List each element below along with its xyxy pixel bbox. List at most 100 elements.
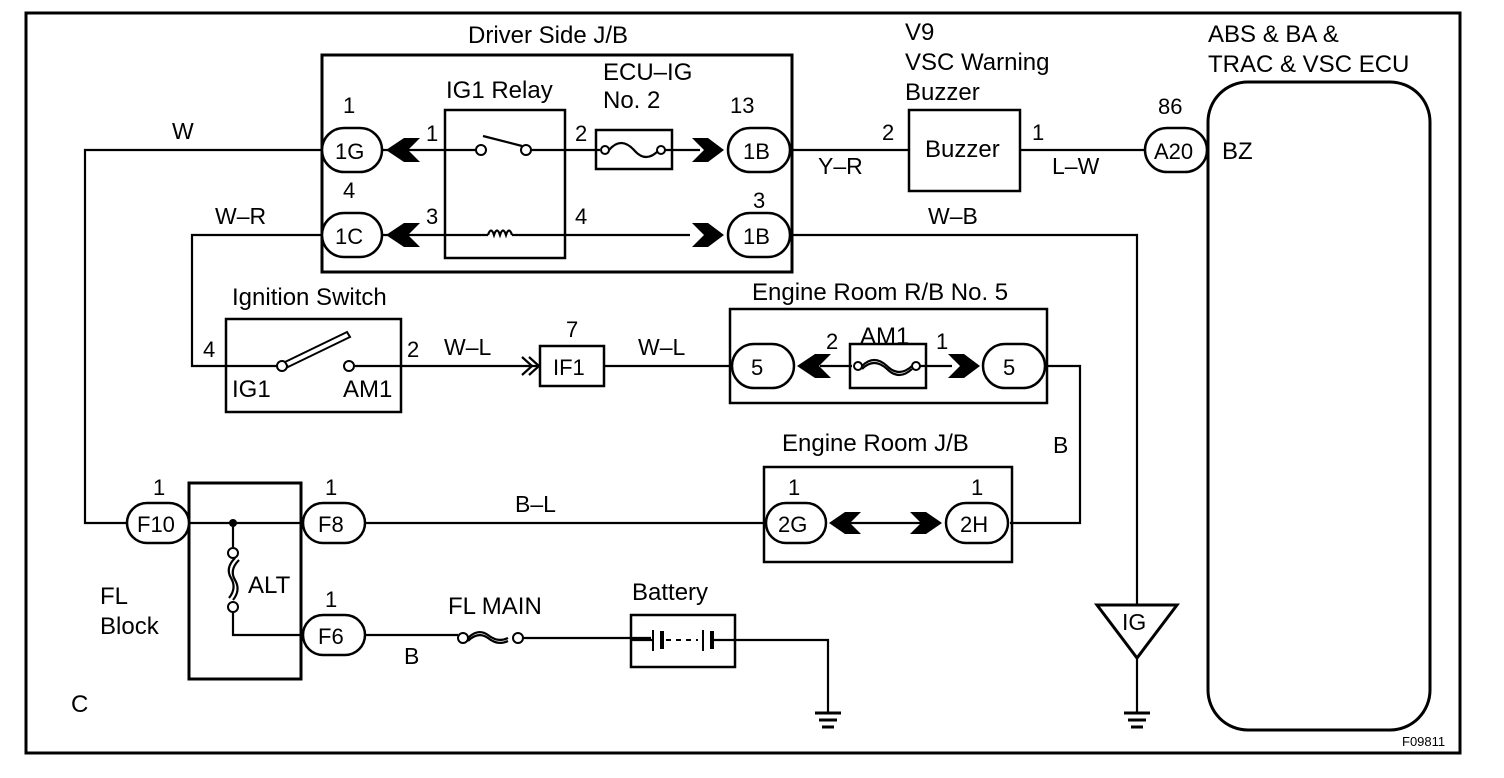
male-terminal-icon — [948, 354, 980, 378]
wire-label-y-r: Y–R — [818, 153, 863, 179]
c1g-pin: 1 — [343, 93, 355, 118]
ig1-relay-pin-1: 1 — [426, 121, 438, 146]
relay-coil-icon — [365, 229, 690, 239]
ecu-terminal-bz: BZ — [1222, 138, 1253, 165]
wire-battery-ground — [735, 638, 830, 712]
rb5-pin-right: 1 — [936, 329, 948, 354]
battery-label: Battery — [632, 579, 708, 606]
c2g-pin: 1 — [788, 475, 800, 500]
ignition-switch-pin-left: 4 — [203, 337, 215, 362]
c1b-top-label: 1B — [743, 139, 770, 164]
ecu-ig-fuse-title-2: No. 2 — [603, 87, 660, 114]
ignition-switch-title: Ignition Switch — [232, 284, 387, 311]
f8-pin: 1 — [325, 475, 337, 500]
c2g-label: 2G — [778, 512, 807, 537]
fuse-icon — [600, 141, 700, 159]
ignition-switch-am1: AM1 — [343, 376, 392, 403]
c1b-bot-pin: 3 — [753, 188, 765, 213]
ig1-relay-pin-2: 2 — [575, 121, 587, 146]
engine-rb5-box — [728, 307, 1049, 405]
section-marker: C — [71, 691, 88, 718]
a20-label: A20 — [1154, 139, 1193, 164]
c1g-label: 1G — [335, 139, 364, 164]
rb5-left-connector[interactable] — [730, 342, 796, 390]
wire-label-w-l-2: W–L — [638, 334, 686, 360]
wire-label-w-b: W–B — [928, 203, 978, 229]
buzzer-pin-out: 1 — [1032, 120, 1044, 145]
female-terminal-icon — [386, 223, 420, 247]
ignition-switch-icon — [276, 330, 355, 372]
buzzer-code: V9 — [905, 19, 934, 46]
wire-w-b — [790, 233, 1139, 605]
diagram-frame — [24, 11, 1462, 755]
if1-pin: 7 — [566, 317, 578, 342]
wire-label-b-right: B — [1053, 432, 1068, 458]
driver-jb-title: Driver Side J/B — [468, 22, 628, 49]
female-terminal-icon — [386, 138, 420, 162]
ecu-title-2: TRAC & VSC ECU — [1208, 51, 1409, 78]
ig1-relay-pin-3: 3 — [426, 204, 438, 229]
fl-block-title-2: Block — [100, 613, 160, 640]
wire-label-w: W — [172, 118, 194, 144]
fl-main-fusible-link-icon — [457, 631, 651, 645]
engine-jb-title: Engine Room J/B — [782, 430, 969, 457]
fl-block-box — [187, 481, 303, 681]
ecu-box[interactable] — [1206, 80, 1432, 732]
male-terminal-icon — [910, 512, 942, 534]
c2h-label: 2H — [960, 512, 988, 537]
a20-pin: 86 — [1158, 94, 1182, 119]
ig1-relay-title: IG1 Relay — [446, 77, 553, 104]
ig1-relay-box — [443, 108, 567, 260]
male-terminal-icon — [692, 223, 724, 247]
fusible-link-icon — [853, 358, 921, 377]
fl-block-title-1: FL — [100, 583, 128, 610]
female-terminal-icon — [797, 354, 831, 378]
driver-jb-box — [320, 53, 794, 274]
rb5-right-label: 5 — [1003, 355, 1015, 380]
wire-label-w-l-1: W–L — [444, 334, 492, 360]
battery-icon — [631, 630, 735, 651]
wire-b-right — [1010, 364, 1082, 525]
ecu-title-1: ABS & BA & — [1208, 21, 1339, 48]
c1c-pin: 4 — [343, 178, 355, 203]
f10-pin: 1 — [153, 475, 165, 500]
rb5-left-label: 5 — [751, 355, 763, 380]
f8-label: F8 — [318, 512, 344, 537]
ground-ig: IG — [1093, 603, 1181, 729]
fl-main-label: FL MAIN — [448, 593, 542, 620]
c1b-bot-label: 1B — [743, 224, 770, 249]
wire-w-r — [190, 233, 322, 368]
male-terminal-icon — [692, 138, 724, 162]
ground-icon — [1124, 711, 1150, 729]
rb5-pin-left: 2 — [826, 329, 838, 354]
ig1-relay-pin-4: 4 — [575, 204, 587, 229]
wire-label-b-l: B–L — [515, 491, 556, 517]
wire-label-b-bottom: B — [404, 643, 419, 669]
relay-switch-icon — [365, 134, 600, 156]
c2h-connector[interactable] — [944, 501, 1010, 545]
engine-rb5-title: Engine Room R/B No. 5 — [752, 279, 1008, 306]
buzzer-title-2: Buzzer — [905, 79, 980, 106]
wire-label-w-r: W–R — [215, 203, 266, 229]
alt-label: ALT — [248, 572, 291, 599]
wire-label-l-w: L–W — [1052, 153, 1100, 179]
ignition-switch-ig1: IG1 — [232, 376, 271, 403]
f6-pin: 1 — [325, 587, 337, 612]
c1c-label: 1C — [335, 224, 363, 249]
ground-icon — [815, 711, 841, 729]
buzzer-inner-label: Buzzer — [925, 136, 1000, 163]
if1-label: IF1 — [553, 355, 585, 380]
buzzer-pin-in: 2 — [882, 120, 894, 145]
buzzer-title-1: VSC Warning — [905, 49, 1050, 76]
engine-jb-box — [762, 465, 1014, 564]
rb5-fuse-label: AM1 — [860, 323, 909, 350]
c1b-top-pin: 13 — [730, 93, 754, 118]
female-terminal-icon — [829, 512, 861, 534]
f10-label: F10 — [137, 512, 175, 537]
figure-id: F09811 — [1402, 734, 1445, 749]
c2h-pin: 1 — [971, 475, 983, 500]
f6-label: F6 — [318, 624, 344, 649]
ignition-switch-pin-right: 2 — [407, 337, 419, 362]
wire-w — [83, 148, 322, 525]
